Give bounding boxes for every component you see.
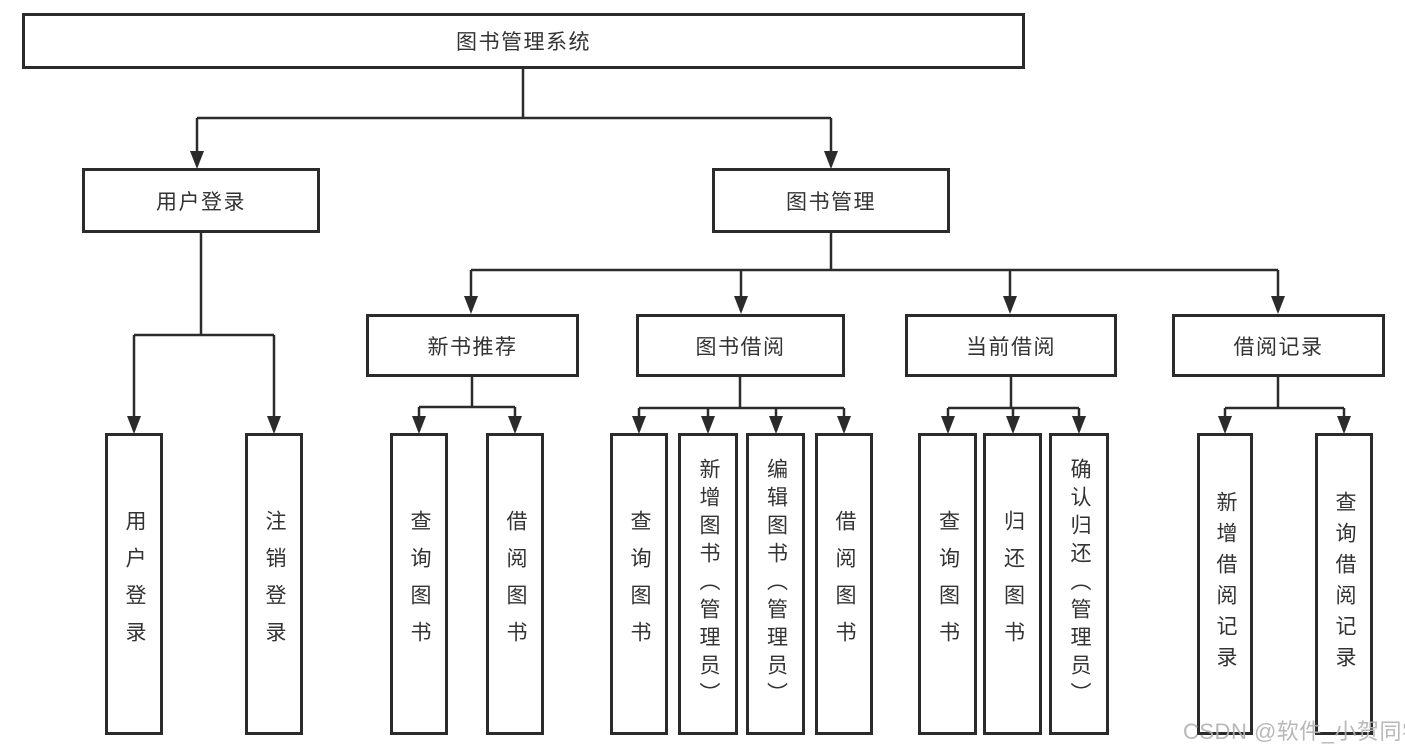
leaf-add-borrow-record: 新增借阅记录	[1197, 433, 1253, 735]
leaf-newbook-query-books-label: 查询图书	[408, 510, 431, 658]
leaf-user-login-label: 用户登录	[123, 510, 146, 658]
leaf-current-query-books: 查询图书	[918, 433, 977, 735]
node-system-root-label: 图书管理系统	[456, 31, 591, 54]
leaf-newbook-query-books: 查询图书	[390, 433, 448, 735]
node-user-login-group: 用户登录	[82, 168, 320, 233]
arrowhead-icons	[127, 151, 1351, 434]
leaf-current-query-books-label: 查询图书	[936, 510, 960, 658]
leaf-borrow-query-books: 查询图书	[610, 433, 668, 735]
leaf-borrow-books: 借阅图书	[815, 433, 873, 735]
leaf-edit-book-admin: 编辑图书（管理员）	[746, 433, 805, 735]
node-book-borrow: 图书借阅	[636, 314, 845, 377]
connector-user-login-split	[132, 233, 276, 431]
node-borrow-records-label: 借阅记录	[1233, 335, 1324, 359]
node-book-borrow-label: 图书借阅	[695, 335, 786, 359]
node-book-management-label: 图书管理	[786, 190, 876, 214]
node-current-borrow: 当前借阅	[905, 314, 1117, 377]
node-book-management: 图书管理	[712, 168, 950, 233]
leaf-add-book-admin-label: 新增图书（管理员）	[697, 458, 720, 710]
leaf-newbook-borrow-books-label: 借阅图书	[504, 510, 527, 658]
leaf-newbook-borrow-books: 借阅图书	[486, 433, 544, 735]
leaf-borrow-books-label: 借阅图书	[833, 510, 856, 658]
leaf-query-borrow-record-label: 查询借阅记录	[1333, 491, 1356, 677]
node-system-root: 图书管理系统	[22, 13, 1025, 69]
leaf-confirm-return-admin: 确认归还（管理员）	[1049, 433, 1109, 735]
leaf-query-borrow-record: 查询借阅记录	[1315, 433, 1373, 735]
leaf-add-borrow-record-label: 新增借阅记录	[1214, 491, 1237, 677]
csdn-watermark: CSDN @软件_小贺同学	[1183, 719, 1405, 744]
leaf-return-books-label: 归还图书	[1001, 510, 1025, 658]
node-new-book-recommend: 新书推荐	[366, 314, 579, 377]
leaf-logout-label: 注销登录	[263, 510, 286, 658]
leaf-confirm-return-admin-label: 确认归还（管理员）	[1068, 458, 1091, 710]
connector-borrow-records-split	[1223, 377, 1346, 431]
node-borrow-records: 借阅记录	[1172, 314, 1385, 377]
leaf-logout: 注销登录	[245, 433, 303, 735]
connector-book-borrow-split	[637, 377, 846, 431]
connector-new-book-split	[417, 377, 517, 431]
connector-book-mgmt-split	[469, 233, 1280, 311]
leaf-borrow-query-books-label: 查询图书	[628, 510, 651, 658]
node-new-book-recommend-label: 新书推荐	[427, 335, 518, 359]
node-user-login-group-label: 用户登录	[156, 190, 246, 214]
leaf-return-books: 归还图书	[983, 433, 1042, 735]
node-current-borrow-label: 当前借阅	[966, 335, 1056, 359]
leaf-user-login: 用户登录	[105, 433, 163, 735]
leaf-add-book-admin: 新增图书（管理员）	[678, 433, 738, 735]
connector-root-split	[195, 69, 833, 166]
leaf-edit-book-admin-label: 编辑图书（管理员）	[764, 458, 788, 710]
